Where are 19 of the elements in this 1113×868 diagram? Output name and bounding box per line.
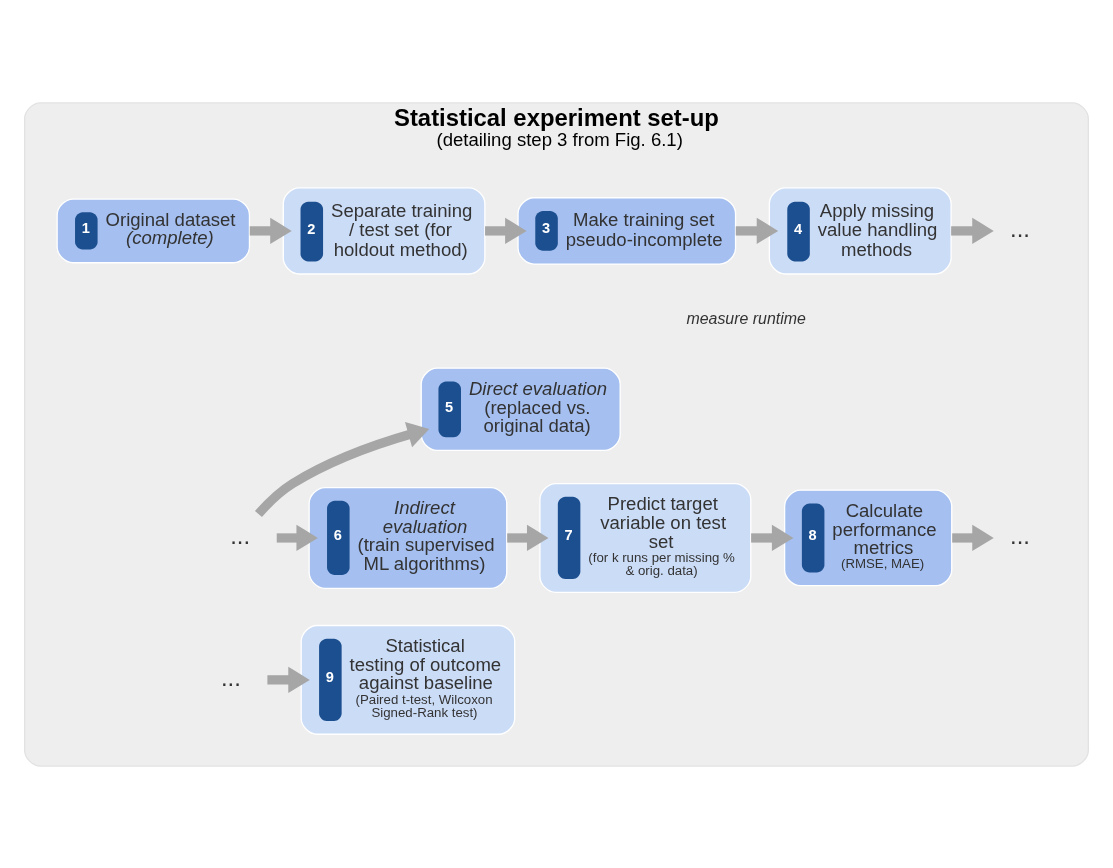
arrow [751,524,794,551]
node-text: ... [1010,214,1030,242]
arrow [507,524,549,551]
node-box: 4 Apply missing value handling methods [768,186,952,275]
arrow [249,217,292,244]
arrow [951,217,994,244]
node-box: 5 Direct evaluation (replaced vs. original data) [420,367,621,451]
node-box: 2 Separate training / test set (for holdout method) [282,186,486,275]
arrow [276,524,318,551]
node-box: 7 Predict target variable on test set (for k runs per missing % & orig. data) [539,482,752,593]
arrow [255,421,430,517]
arrow [952,524,994,551]
node-text: ... [220,663,241,691]
node-text: ... [230,521,251,549]
node-label: measure runtime [686,309,806,327]
arrow [485,217,527,244]
arrow [735,217,779,244]
node-text: ... [1010,521,1030,549]
arrow [267,666,310,693]
